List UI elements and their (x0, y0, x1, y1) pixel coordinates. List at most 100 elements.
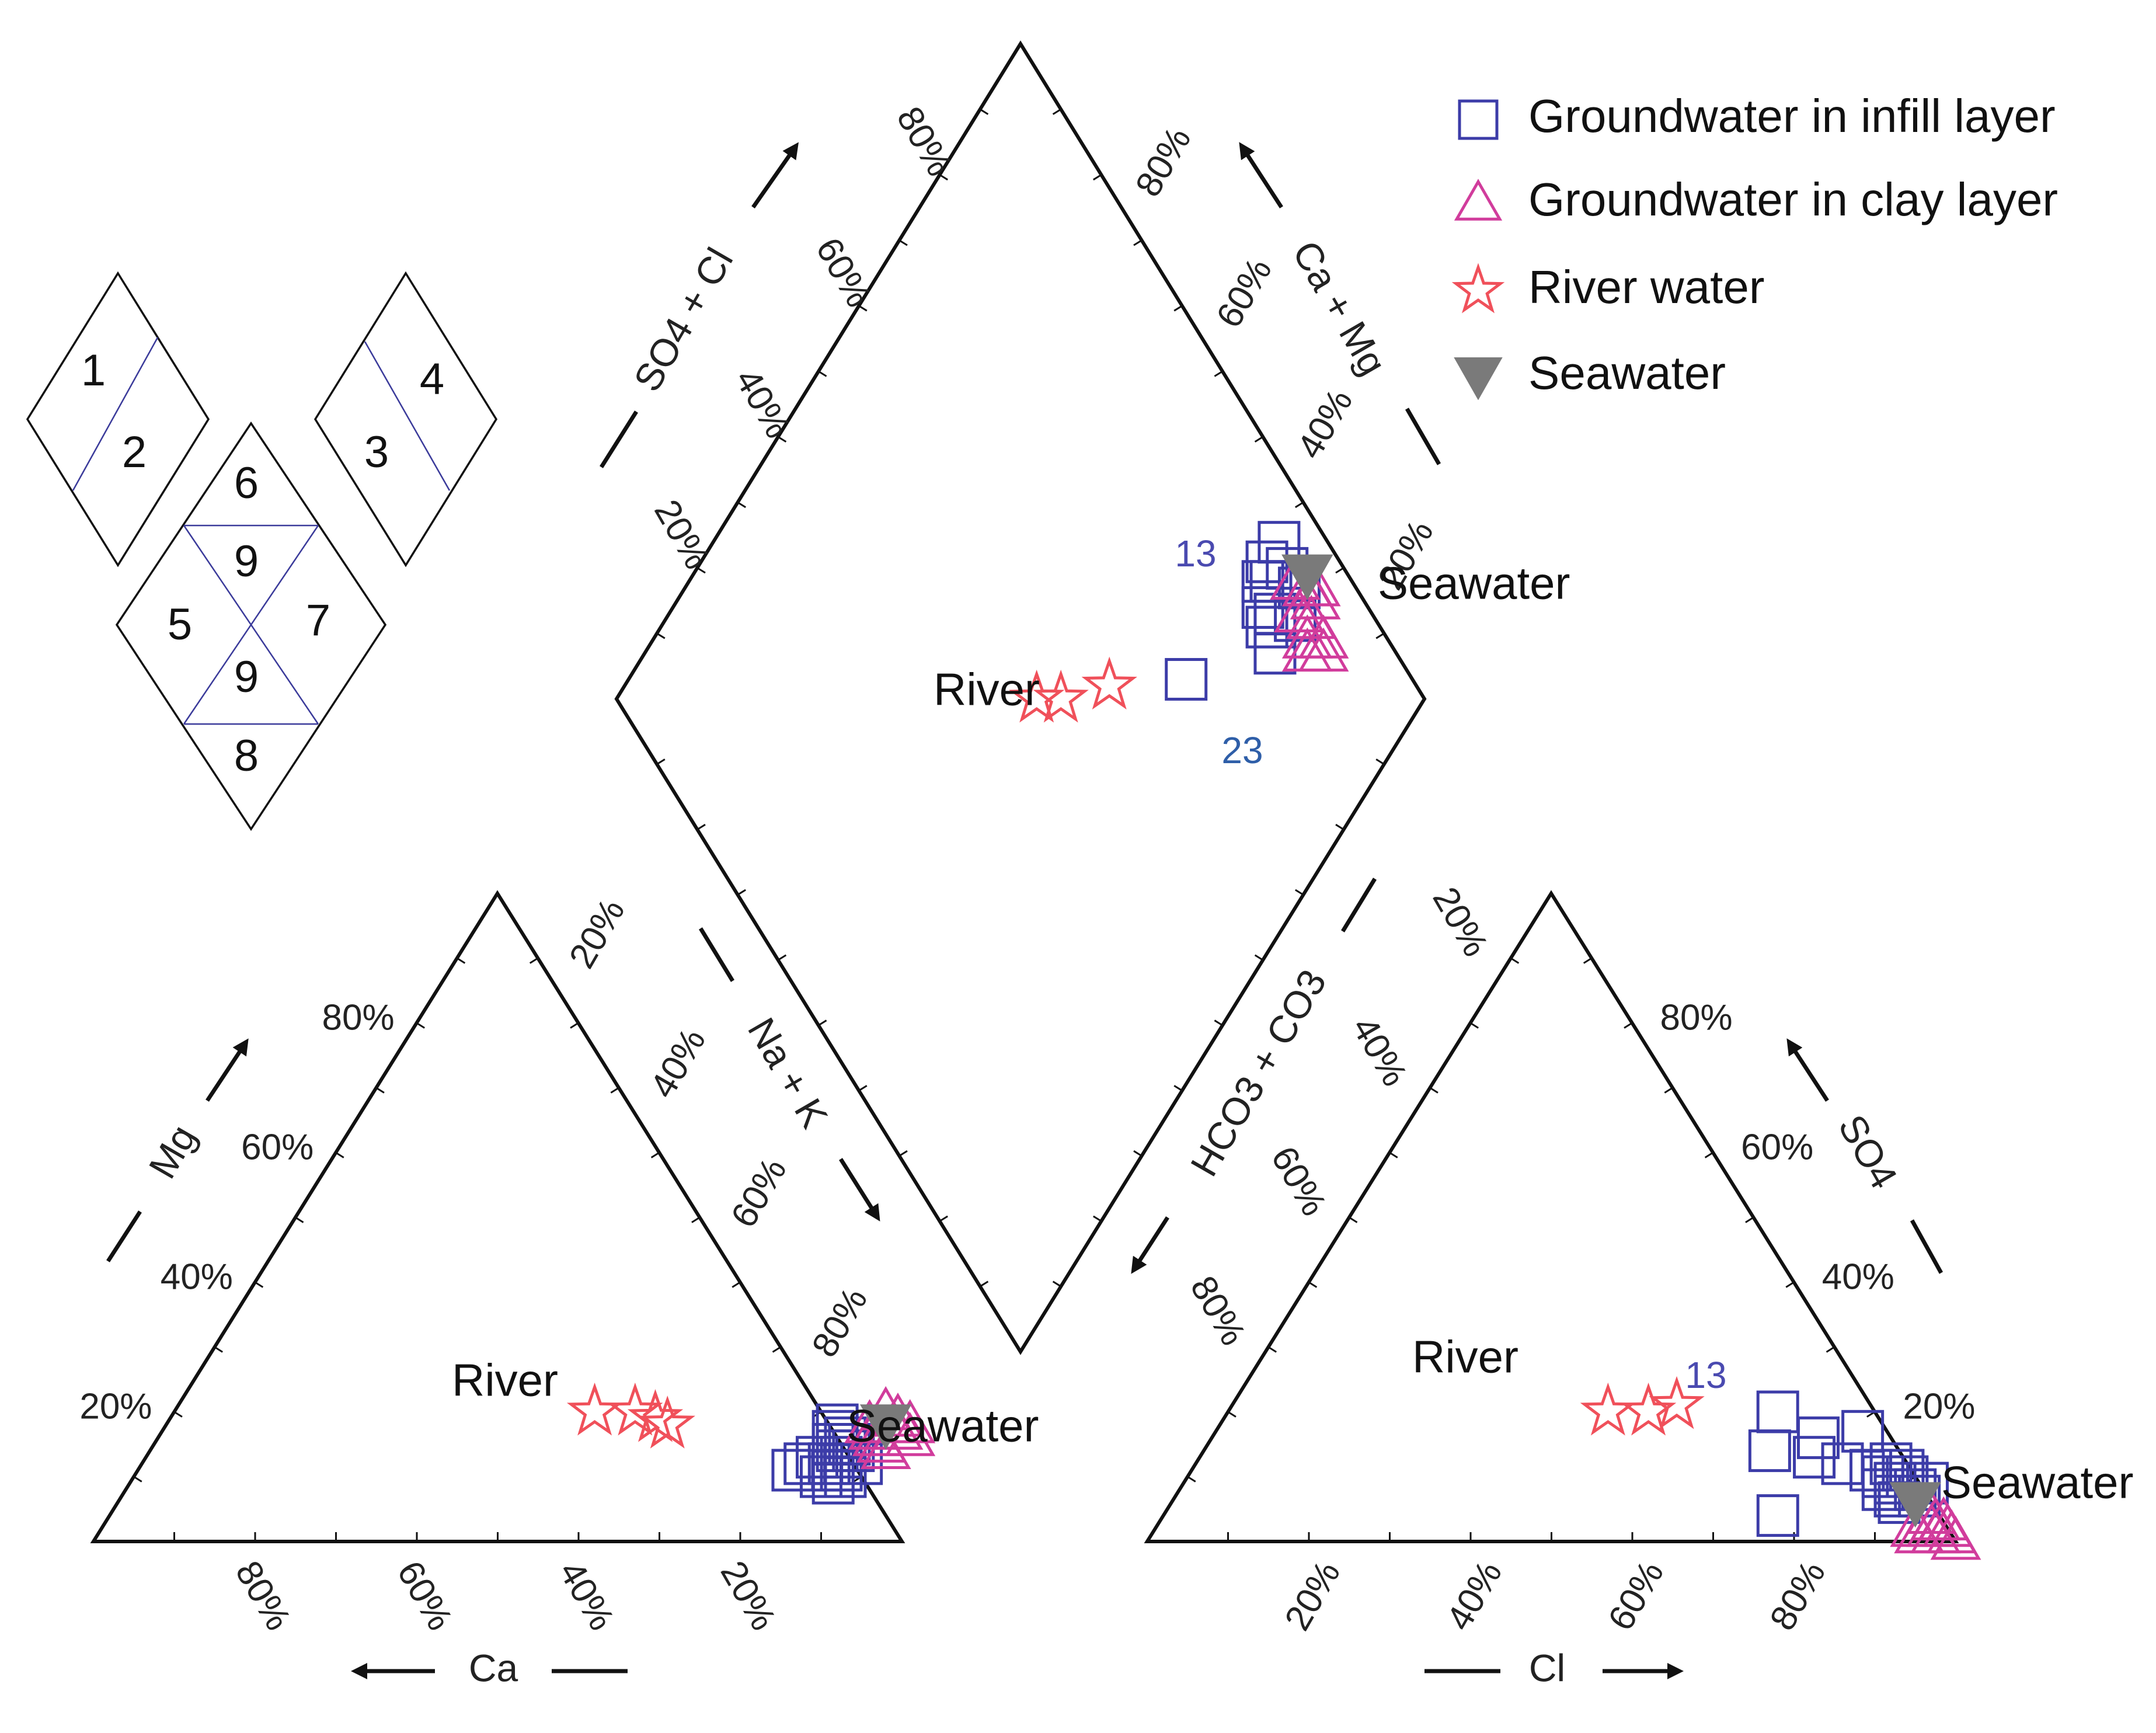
tick (1295, 889, 1304, 896)
tick-label-ca: 20% (713, 1554, 784, 1637)
tick (570, 1022, 579, 1029)
data-point-star (566, 1382, 623, 1436)
data-point-star (1649, 1376, 1705, 1429)
axis-dash (1341, 878, 1377, 932)
tick (737, 502, 747, 509)
tick (335, 1151, 344, 1158)
tick (1133, 1150, 1143, 1157)
tick (1375, 632, 1385, 639)
tick (416, 1022, 425, 1029)
tick (980, 1280, 989, 1287)
tick (173, 1411, 183, 1418)
data-point-triangle (1298, 627, 1349, 672)
legend-marker-triangle (1454, 179, 1503, 221)
annotation-seawater: Seawater (847, 1400, 1039, 1452)
legend-marker-star (1451, 263, 1505, 314)
tick (295, 1216, 304, 1223)
tick-label-nak: 20% (562, 892, 633, 975)
tick-label-nak: 80% (804, 1281, 876, 1364)
tick-label-hco3: 40% (1344, 1010, 1415, 1093)
data-point-star (639, 1396, 695, 1449)
data-point-star (627, 1389, 684, 1442)
tick (1745, 1216, 1754, 1223)
tick (778, 436, 787, 443)
data-point-triangle-down (1889, 1482, 1941, 1528)
tick-label-mg: 80% (322, 997, 395, 1038)
inset-divider (364, 341, 451, 491)
tick-label-so4cl: 40% (727, 362, 798, 445)
tick-label-ca: 80% (228, 1554, 299, 1637)
tick-label-so4cl: 20% (646, 493, 717, 576)
tick-label-hco3: 20% (1424, 881, 1496, 963)
data-point-star (1620, 1382, 1677, 1436)
inset-diamond-right (314, 271, 498, 568)
axis-dash (699, 927, 734, 982)
data-point-square (771, 1449, 814, 1492)
axis-dash (1910, 1219, 1943, 1274)
tick (939, 174, 949, 181)
legend-label: Groundwater in clay layer (1528, 173, 2058, 225)
tick (1227, 1411, 1237, 1418)
tick (818, 370, 827, 377)
tick (732, 1281, 741, 1288)
axis-dash (106, 1210, 142, 1262)
tick (1052, 108, 1061, 115)
tick-label-so4: 20% (1903, 1386, 1975, 1426)
tick (1335, 823, 1345, 830)
inset-diamond-center (115, 421, 387, 831)
legend-label: Seawater (1528, 347, 1726, 399)
tick (457, 957, 466, 964)
tick (1469, 1022, 1479, 1029)
inset-zone-label: 7 (306, 596, 330, 645)
tick (1349, 1216, 1358, 1223)
tick-label-nak: 60% (723, 1151, 795, 1234)
data-point-triangle-down (859, 1404, 912, 1450)
tick (1785, 1281, 1795, 1288)
tick-label-camg: 40% (1290, 382, 1361, 465)
axis-dash (600, 410, 638, 468)
tick (1093, 1215, 1102, 1222)
inset-zone-label: 1 (81, 346, 106, 395)
axis-label-hco3: HCO3 + CO3 (1182, 962, 1335, 1183)
inset-zone-label: 9 (234, 537, 259, 586)
tick (1704, 1151, 1713, 1158)
tick (133, 1476, 142, 1483)
tick (939, 1215, 948, 1222)
so4cl-arrow (751, 142, 799, 209)
tick-label-mg: 20% (79, 1386, 152, 1426)
tick (214, 1346, 223, 1353)
tick (1092, 174, 1102, 181)
tick (1214, 1019, 1223, 1026)
tick (1335, 567, 1345, 574)
tick (1664, 1087, 1673, 1094)
data-point-triangle (884, 1412, 936, 1456)
tick-label-mg: 40% (161, 1257, 233, 1297)
annotation-river: River (1412, 1331, 1518, 1383)
tick (1254, 954, 1263, 961)
data-point-square (1793, 1436, 1836, 1479)
data-point-star (1081, 656, 1137, 710)
tick (610, 1087, 619, 1094)
tick (898, 1150, 908, 1157)
tick (1510, 957, 1520, 964)
tick (255, 1281, 264, 1288)
tick (818, 1019, 827, 1026)
tick (980, 108, 989, 115)
tick (1267, 1346, 1277, 1353)
tick-label-camg: 60% (1208, 252, 1280, 335)
data-point-square (1756, 1390, 1799, 1433)
tick (375, 1087, 385, 1094)
tick (1429, 1087, 1439, 1094)
inset-zone-label: 6 (234, 458, 259, 508)
tick (858, 305, 868, 312)
axis-label-mg: Mg (140, 1118, 204, 1185)
mg-arrow (206, 1038, 249, 1102)
annotation-13: 13 (1685, 1354, 1726, 1396)
tick (737, 889, 746, 896)
tick (529, 957, 539, 964)
tick-label-cl: 40% (1439, 1554, 1510, 1637)
tick-label-cl: 20% (1277, 1554, 1349, 1637)
annotation-river: River (934, 664, 1040, 715)
inset-zone-label: 5 (168, 600, 192, 649)
